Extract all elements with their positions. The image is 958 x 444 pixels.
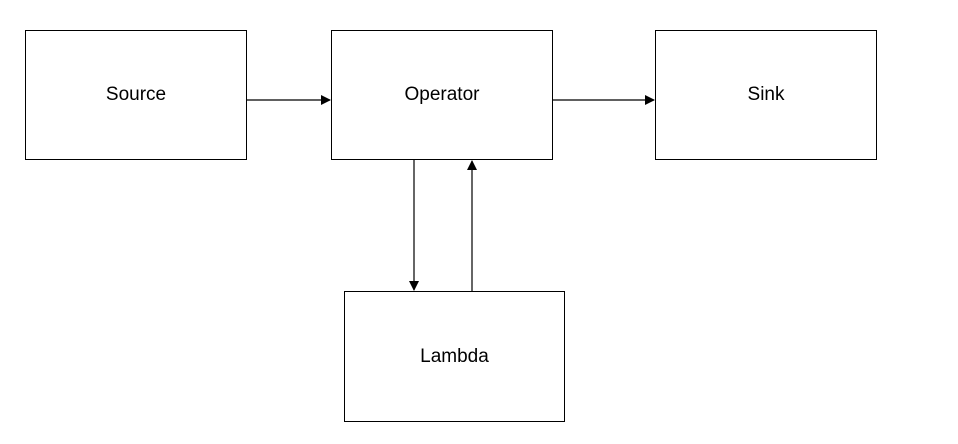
source-node: Source [25, 30, 247, 160]
lambda-label: Lambda [420, 345, 489, 367]
source-label: Source [105, 84, 167, 105]
sink-node: Sink [655, 30, 877, 160]
operator-label: Operator [404, 84, 480, 105]
operator-node: Operator [331, 30, 553, 160]
sink-label: Sink [747, 84, 785, 105]
lambda-node: Lambda [344, 291, 565, 422]
